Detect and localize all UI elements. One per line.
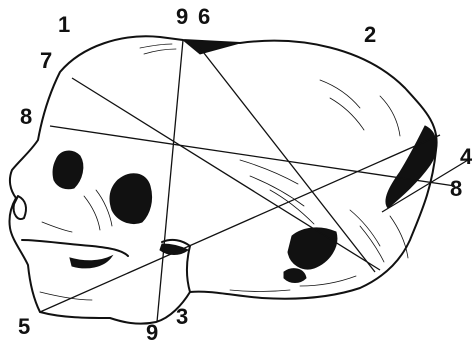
line-5 — [40, 135, 440, 312]
label-1: 1 — [58, 14, 70, 36]
label-9-top: 9 — [176, 6, 188, 28]
ear-region — [288, 228, 337, 269]
bregma-fontanelle — [183, 40, 240, 54]
label-5: 5 — [18, 316, 30, 338]
nasal-cavity — [14, 196, 26, 219]
label-6: 6 — [198, 6, 210, 28]
label-2: 2 — [364, 24, 376, 46]
label-7: 7 — [40, 50, 52, 72]
mouth-gap — [70, 256, 112, 268]
label-4: 4 — [460, 146, 472, 168]
label-8-right: 8 — [450, 178, 462, 200]
line-7 — [72, 78, 380, 270]
orbit — [53, 151, 83, 189]
label-3: 3 — [176, 306, 188, 328]
line-9 — [157, 40, 183, 322]
line-6 — [200, 48, 375, 272]
jaw-line — [22, 240, 128, 256]
label-9-bottom: 9 — [146, 322, 158, 344]
label-8-left: 8 — [20, 106, 32, 128]
temporal-fossa — [110, 174, 152, 224]
mastoid-shadow — [284, 269, 306, 283]
occipital-region — [386, 126, 436, 208]
